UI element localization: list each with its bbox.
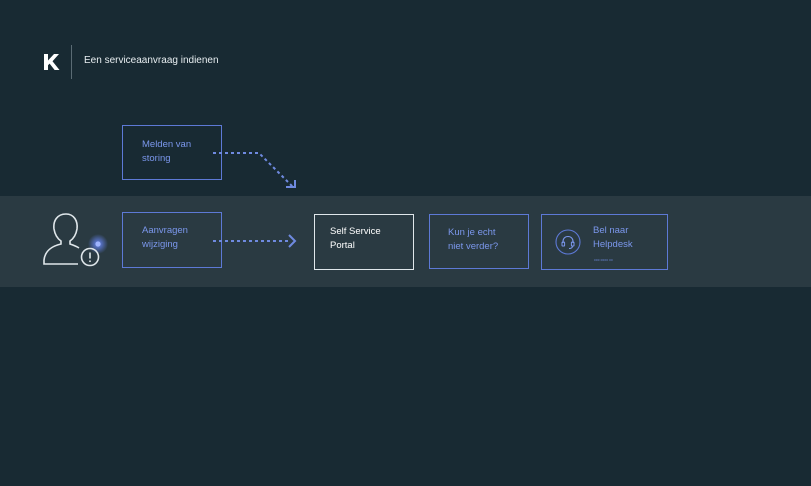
melden-storing-label: Melden van storing [142, 139, 192, 164]
page-title: Een serviceaanvraag indienen [84, 55, 219, 66]
header-divider [71, 45, 72, 79]
aanvragen-wijziging-label: Aanvragen wijziging [142, 225, 188, 250]
kun-je-niet-verder-label: Kun je echt niet verder? [448, 227, 499, 252]
melden-storing-node: Melden van storing [122, 125, 222, 180]
main-flow-band [0, 196, 811, 287]
bel-helpdesk-node: Bel naar Helpdesk 000 0000 00 [541, 214, 668, 270]
k-logo-icon [44, 54, 60, 70]
kun-je-niet-verder-node: Kun je echt niet verder? [429, 214, 529, 269]
aanvragen-wijziging-node: Aanvragen wijziging [122, 212, 222, 268]
headset-icon [555, 229, 581, 255]
bel-helpdesk-label: Bel naar Helpdesk [593, 225, 633, 250]
user-alert-icon [43, 213, 108, 267]
arrow-storing-to-portal [213, 152, 296, 188]
self-service-portal-node: Self Service Portal [314, 214, 414, 270]
helpdesk-phone-number: 000 0000 00 [594, 258, 613, 262]
self-service-portal-label: Self Service Portal [330, 226, 381, 251]
